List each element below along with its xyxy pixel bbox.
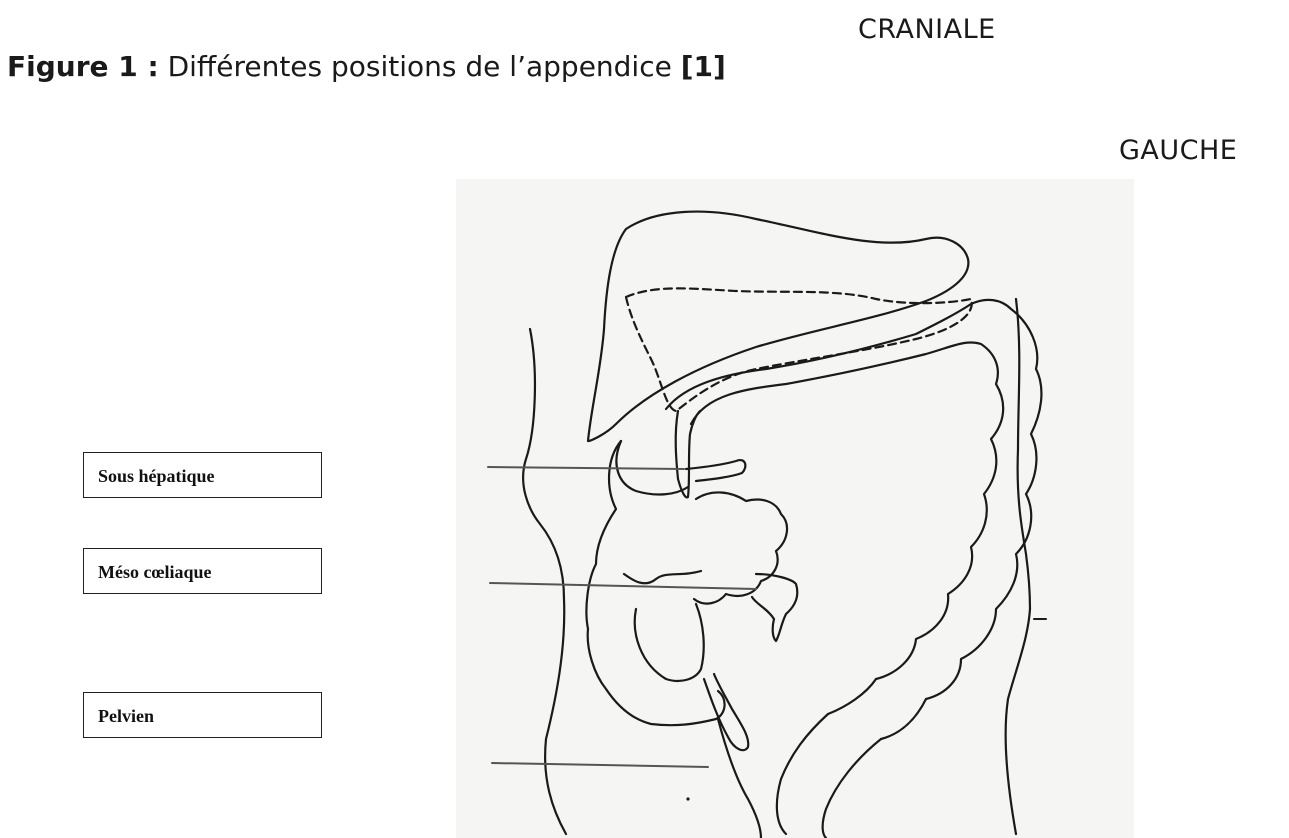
ascending-colon [586,441,724,725]
body-contour-left [523,329,566,834]
orientation-left-label: GAUCHE [1119,135,1237,166]
pointer-pelvic [492,763,708,767]
label-pelvic: Pelvien [83,692,322,738]
orientation-cranial-label: CRANIALE [858,14,996,45]
pointer-mesoceliac [490,583,756,589]
descending-colon-inner [691,342,1003,714]
liver-outline [588,212,968,441]
pelvis-line-left [718,719,761,838]
navel-dot [686,797,689,800]
figure-number: Figure 1 : [7,50,159,83]
sigmoid-colon-outer [823,739,881,838]
label-mesoceliac: Méso cœliaque [83,548,322,594]
small-intestine-lower [624,571,701,583]
label-subhepatic: Sous hépatique [83,452,322,498]
sigmoid-colon [777,714,828,834]
figure-caption: Figure 1 : Différentes positions de l’ap… [7,50,726,83]
ascending-colon-inner [635,604,704,681]
appendix-pelvic [704,674,748,750]
stomach-dashed-outline [626,288,972,411]
figure-reference: [1] [681,50,726,83]
duodenum [676,411,700,497]
pointer-subhepatic [488,467,684,469]
small-intestine-upper [694,492,787,603]
figure-title: Différentes positions de l’appendice [159,50,681,83]
abdomen-diagram [456,179,1134,838]
appendix-subhepatic [686,460,745,481]
